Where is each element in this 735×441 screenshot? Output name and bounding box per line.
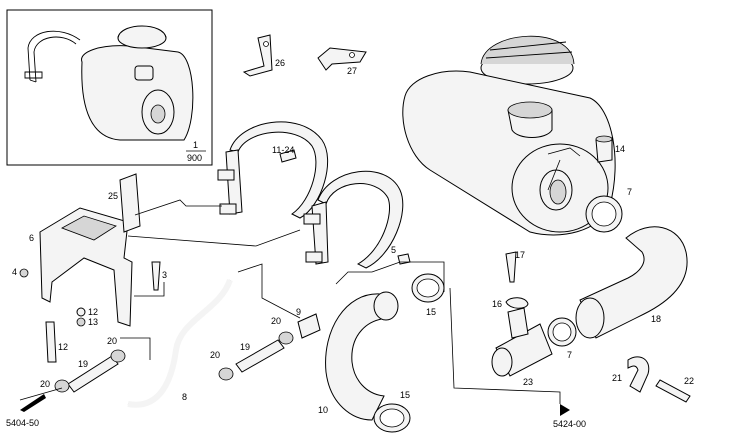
filter-outlet-hole <box>549 179 567 205</box>
callout-5: 5 <box>391 245 396 255</box>
inset-filter-body <box>81 45 194 141</box>
callout-10: 10 <box>318 405 328 415</box>
callout-15-lower: 15 <box>400 390 410 400</box>
pipe-19-left <box>67 355 119 393</box>
filter-cap-top <box>480 35 575 65</box>
callout-20-a: 20 <box>40 379 50 389</box>
inset-cap-dome <box>117 25 167 39</box>
clip-21 <box>627 356 650 393</box>
callout-16: 16 <box>492 299 502 309</box>
bolt-22 <box>655 379 691 403</box>
air-filter-assembly <box>402 35 616 236</box>
hose-clamp-7-lower-inner <box>552 322 572 342</box>
hose-8-inner <box>127 278 233 408</box>
inset-ref-top: 1 <box>193 140 198 150</box>
clamp-band-upper <box>217 121 329 219</box>
inset-neck <box>134 65 154 81</box>
callout-8: 8 <box>182 392 187 402</box>
elbow-hose-10 <box>325 293 393 421</box>
bracket-26-hole <box>263 41 269 47</box>
nut-4 <box>19 268 29 278</box>
callout-19-mid: 19 <box>240 342 250 352</box>
elbow-hose-18 <box>579 226 688 339</box>
callout-20-b: 20 <box>107 336 117 346</box>
callout-7-upper: 7 <box>627 187 632 197</box>
bracket-27-hole <box>349 52 355 58</box>
gasket-16 <box>505 297 529 309</box>
callout-11-24: 11-24 <box>272 145 294 155</box>
callout-22: 22 <box>684 376 694 386</box>
filter-cap-ribs <box>485 41 573 59</box>
callout-7-lower: 7 <box>567 350 572 360</box>
callout-20-d: 20 <box>271 316 281 326</box>
bolt-3 <box>151 261 161 291</box>
callout-6: 6 <box>29 233 34 243</box>
t-piece-23-end <box>491 347 513 377</box>
callout-13: 13 <box>88 317 98 327</box>
callout-17: 17 <box>515 250 525 260</box>
inset-ref-bottom: 900 <box>187 153 202 163</box>
elbow-hose-18-end <box>575 297 605 339</box>
bracket-25 <box>119 173 141 233</box>
callout-3: 3 <box>162 270 167 280</box>
left-ref-arrow <box>20 394 46 412</box>
pipe-19-mid <box>235 339 285 373</box>
callout-18: 18 <box>651 314 661 324</box>
hose-clamp-7-upper-inner <box>591 201 617 227</box>
washer-12 <box>76 307 86 317</box>
callout-27: 27 <box>347 66 357 76</box>
leader-lines <box>19 147 581 404</box>
callout-14: 14 <box>615 144 625 154</box>
callout-21: 21 <box>612 373 622 383</box>
callout-20-c: 20 <box>210 350 220 360</box>
callout-23: 23 <box>523 377 533 387</box>
clamp-band-lower <box>303 170 404 269</box>
callout-25: 25 <box>108 191 118 201</box>
callout-9: 9 <box>296 307 301 317</box>
hose-clamp-15-lower-inner <box>379 408 405 428</box>
nut-13 <box>76 317 86 327</box>
callout-12-lower: 12 <box>58 342 68 352</box>
inset-clamp <box>24 30 81 83</box>
stud-12 <box>45 321 57 363</box>
connector-9 <box>297 313 321 339</box>
sensor-14-top <box>595 135 613 143</box>
callout-4: 4 <box>12 267 17 277</box>
fitting-20-d <box>278 331 294 345</box>
callout-26: 26 <box>275 58 285 68</box>
callout-15-upper: 15 <box>426 307 436 317</box>
bolt-11-24 <box>279 149 297 163</box>
callout-12-upper: 12 <box>88 307 98 317</box>
bracket-27 <box>317 47 367 71</box>
inset-filter-outlet <box>150 104 166 124</box>
fitting-20-a <box>54 379 70 393</box>
bracket-26 <box>242 34 273 77</box>
t-piece-23-branch <box>507 307 529 339</box>
ref-right: 5424-00 <box>553 419 586 429</box>
mounting-bracket-6-face <box>61 215 117 241</box>
fitting-20-c <box>218 367 234 381</box>
ref-left: 5404-50 <box>6 418 39 428</box>
callout-19-left: 19 <box>78 359 88 369</box>
elbow-hose-10-end <box>373 291 399 321</box>
bolt-5 <box>397 253 411 265</box>
right-ref-arrow <box>560 404 570 416</box>
fitting-20-b <box>110 349 126 363</box>
bolt-17 <box>505 251 517 283</box>
hose-clamp-15-upper-inner <box>416 278 440 298</box>
inset-detail: 1 900 <box>6 9 213 166</box>
filter-neck-top <box>507 101 553 119</box>
